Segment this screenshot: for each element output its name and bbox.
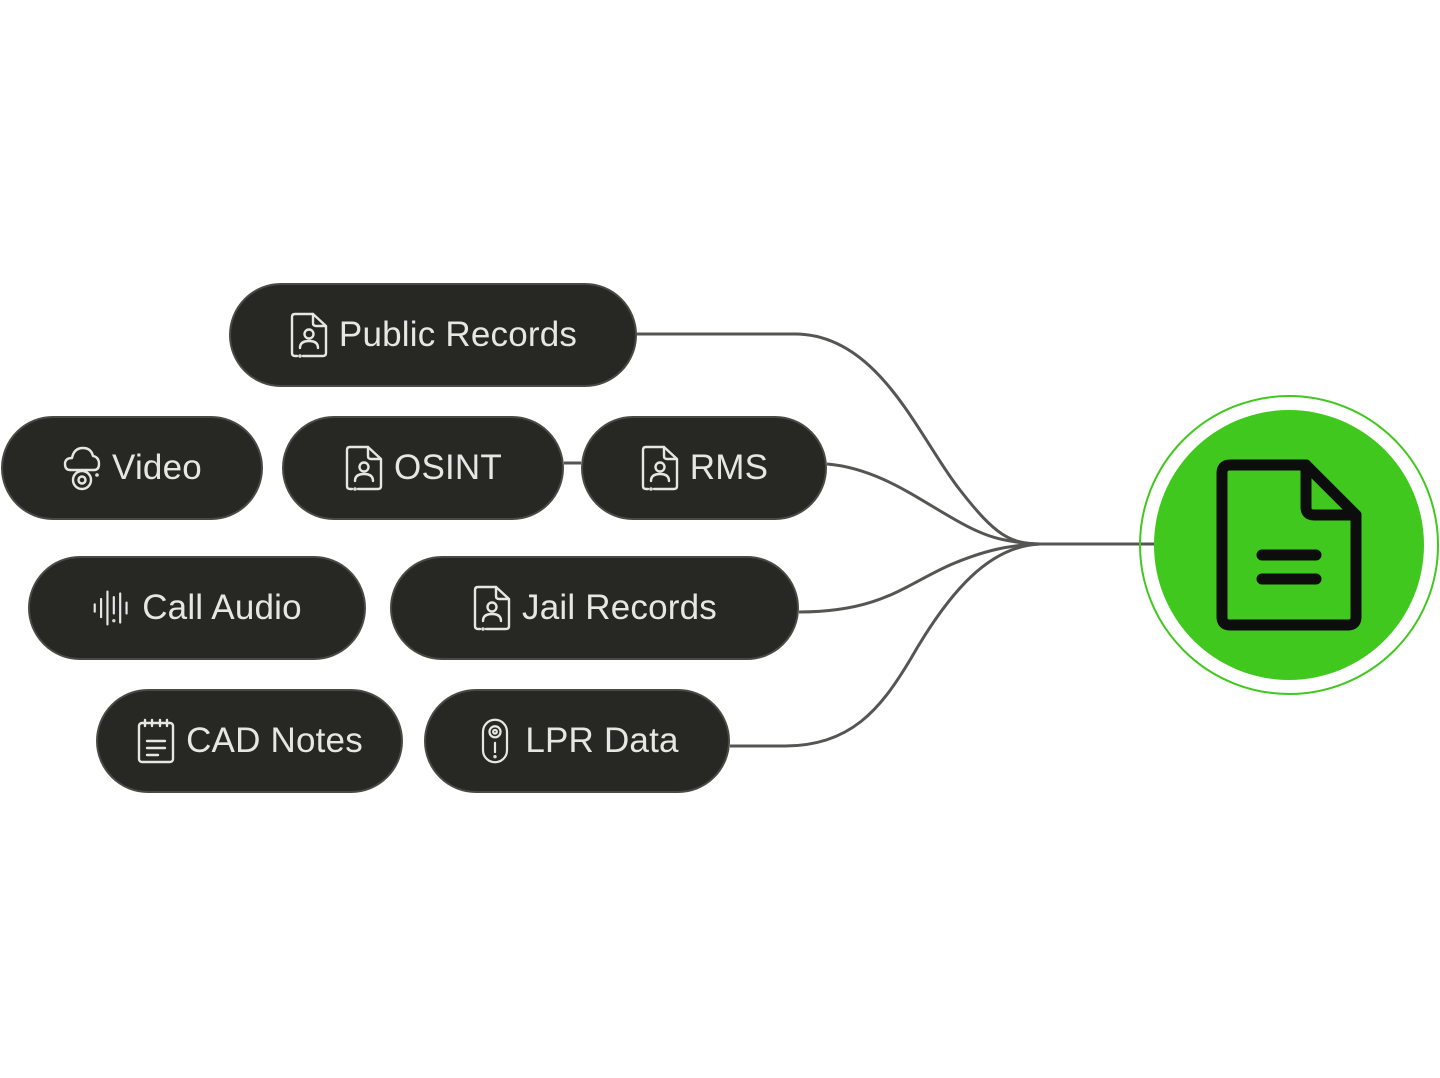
person-document-icon: [290, 312, 328, 358]
source-cad-notes: CAD Notes: [96, 689, 403, 793]
person-document-icon: [641, 445, 678, 491]
notepad-icon: [137, 718, 175, 764]
lpr-scanner-icon: [482, 718, 509, 764]
source-rms: RMS: [581, 416, 827, 520]
security-camera-icon: [63, 446, 101, 491]
source-public-records: Public Records: [229, 283, 637, 387]
document-icon: [1216, 459, 1362, 631]
source-label: OSINT: [394, 448, 502, 487]
connector-rms: [826, 462, 1041, 546]
hub-outer-ring: [1139, 395, 1439, 695]
source-label: Jail Records: [522, 588, 717, 627]
source-call-audio: Call Audio: [28, 556, 366, 660]
source-video: Video: [1, 416, 263, 520]
person-document-icon: [345, 445, 383, 491]
source-label: RMS: [689, 448, 769, 487]
connector-lpr-data: [730, 542, 1041, 748]
connector-public-records: [637, 332, 1041, 546]
source-label: LPR Data: [525, 721, 679, 760]
audio-waveform-icon: [93, 590, 128, 626]
source-jail-records: Jail Records: [390, 556, 799, 660]
connector-jail-records: [798, 542, 1041, 614]
source-label: Public Records: [338, 315, 578, 354]
hub-report: [1154, 410, 1424, 680]
source-lpr-data: LPR Data: [424, 689, 730, 793]
source-label: Video: [112, 448, 202, 487]
source-label: CAD Notes: [186, 721, 363, 760]
person-document-icon: [473, 585, 511, 631]
source-osint: OSINT: [282, 416, 564, 520]
source-label: Call Audio: [142, 588, 302, 627]
